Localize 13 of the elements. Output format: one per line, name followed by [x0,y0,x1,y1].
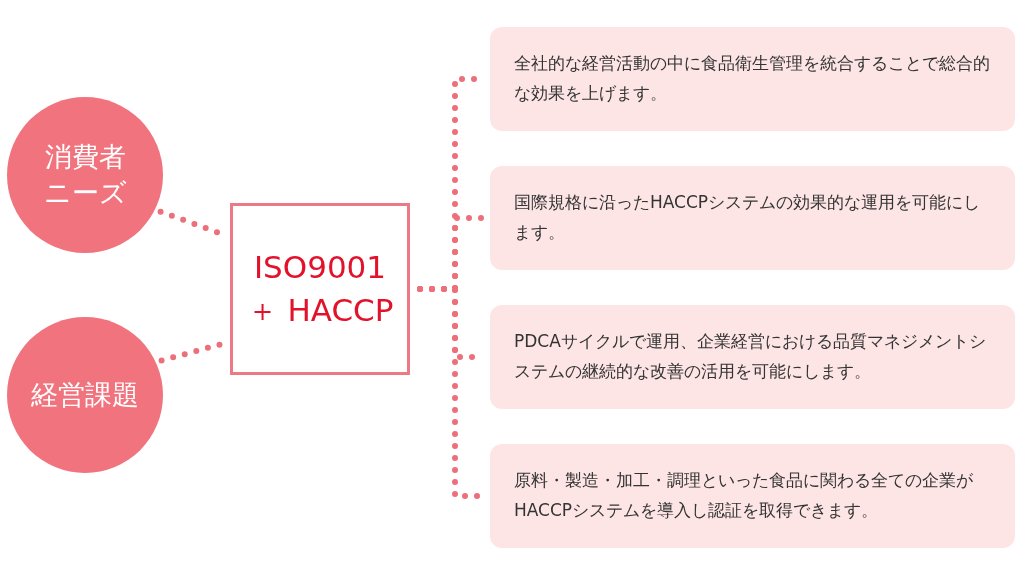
benefit-card [490,166,1015,270]
benefit-card [490,444,1015,548]
description-text: 原料・製造・加工・調理といった食品に関わる全ての企業がHACCPシステムを導入し認証を取得できます。 [514,469,974,522]
label-text: 消費者ニーズ [42,139,128,210]
benefit-card [490,27,1015,131]
label-text: ISO9001 ＋ HACCP [245,247,395,330]
dotted-connector [158,341,225,364]
description-text: PDCAサイクルで運用、企業経営における品質マネジメントシステムの継続的な改善の活用を可能にします。 [514,330,987,383]
description-text: 国際規格に沿ったHACCPシステムの効果的な運用を可能にします。 [514,191,982,244]
center-box [230,203,410,375]
benefit-card [490,305,1015,409]
label-text: 経営課題 [30,377,140,412]
description-text: 全社的な経営活動の中に食品衛生管理を統合することで総合的な効果を上げます。 [514,52,991,105]
